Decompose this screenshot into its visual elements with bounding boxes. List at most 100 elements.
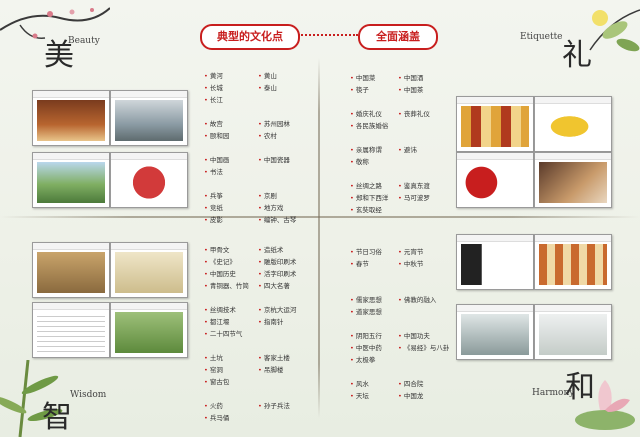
list-item: 太极拳 <box>350 354 382 366</box>
thumb-text-page[interactable] <box>32 302 110 358</box>
thumb-tai-chi[interactable] <box>534 304 612 360</box>
thumb-chopsticks[interactable] <box>534 152 612 208</box>
list-item: 中国菜 <box>350 72 388 84</box>
list-beauty-b: 黄山泰山··苏州园林农村·中国瓷器··京剧地方戏编钟、古琴 <box>258 70 297 226</box>
list-item: 指南针 <box>258 316 296 328</box>
thumb-ancient-map[interactable] <box>110 242 188 298</box>
thumb-garden[interactable] <box>32 152 110 208</box>
list-item: 玄奘取经 <box>350 204 388 216</box>
list-item: 四大名著 <box>258 280 296 292</box>
list-item: 《史记》 <box>204 256 249 268</box>
thumb-confucius[interactable] <box>456 304 534 360</box>
list-item: 中国功夫 <box>398 330 449 342</box>
thumb-forbidden-city[interactable] <box>32 90 110 146</box>
list-item: 孙子兵法 <box>258 400 296 412</box>
wisdom-english: Wisdom <box>70 390 107 400</box>
list-item: 苏州园林 <box>258 118 296 130</box>
list-item: 雕版印刷术 <box>258 256 297 268</box>
list-item: 都江堰 <box>204 316 249 328</box>
list-item: 风水 <box>350 378 382 390</box>
list-item: 鉴真东渡 <box>398 180 430 192</box>
etiquette-char: 礼 <box>562 38 592 73</box>
list-item: 故宫 <box>204 118 229 130</box>
list-item: 元宵节 <box>398 246 449 258</box>
list-item: 丝绸之路 <box>350 180 388 192</box>
list-item: 窑洞 <box>204 364 249 376</box>
list-item: 筷子 <box>350 84 388 96</box>
list-item: 郑和下西洋 <box>350 192 389 204</box>
list-item: 道家思想 <box>350 306 382 318</box>
list-item: 马可波罗 <box>398 192 430 204</box>
list-item: 四合院 <box>398 378 449 390</box>
thumb-chinese-food[interactable] <box>456 96 534 152</box>
list-item: 火药 <box>204 400 249 412</box>
etiquette-english: Etiquette <box>520 32 563 42</box>
thumb-papercut[interactable] <box>110 152 188 208</box>
list-item: 地方戏 <box>258 202 296 214</box>
list-item: 丝绸技术 <box>204 304 249 316</box>
thumb-china-map[interactable] <box>534 96 612 152</box>
plum-branch-top-left-icon <box>0 7 110 39</box>
harmony-english: Harmony <box>532 388 575 398</box>
flower-top-right-icon <box>589 9 640 52</box>
list-wisdom-a: 甲骨文《史记》中国历史青铜器、竹简·丝绸技术都江堰二十四节气·土坑窑洞窗古包·火… <box>204 244 249 424</box>
list-item: 客家土楼 <box>258 352 296 364</box>
list-item: 丧葬礼仪 <box>398 108 430 120</box>
list-item: 兵马俑 <box>204 412 249 424</box>
heading-comprehensive: 全面涵盖 <box>358 24 438 50</box>
beauty-english: Beauty <box>68 36 100 46</box>
list-item: 京杭大运河 <box>258 304 297 316</box>
vertical-divider <box>318 58 320 418</box>
list-item: 吊脚楼 <box>258 364 296 376</box>
heading-typical-points: 典型的文化点 <box>200 24 300 50</box>
list-item: 节日习俗 <box>350 246 382 258</box>
list-item: 造纸术 <box>258 244 296 256</box>
thumb-dumplings[interactable] <box>534 234 612 290</box>
list-beauty-a: 黄河长城长江·故宫颐和园·中国画书法·兵筝竞纸皮影 <box>204 70 230 226</box>
lotus-bottom-right-icon <box>575 380 635 430</box>
list-item: 中国历史 <box>204 268 249 280</box>
list-item: 中医中药 <box>350 342 382 354</box>
list-item: 中国龙 <box>398 390 449 402</box>
list-item: 长江 <box>204 94 229 106</box>
list-item: 编钟、古琴 <box>258 214 297 226</box>
thumb-lantern[interactable] <box>456 234 534 290</box>
list-item: 书法 <box>204 166 229 178</box>
list-item: 天坛 <box>350 390 382 402</box>
list-item: 敬称 <box>350 156 388 168</box>
list-item: 避讳 <box>398 144 430 156</box>
list-item: 亲属称谓 <box>350 144 388 156</box>
bamboo-bottom-left-icon <box>0 360 63 437</box>
thumb-mountain[interactable] <box>110 90 188 146</box>
list-item: 甲骨文 <box>204 244 249 256</box>
list-harmony-a: 节日习俗春节··儒家思想道家思想·阴阳五行中医中药太极拳·风水天坛 <box>350 246 382 402</box>
list-item: 二十四节气 <box>204 328 249 340</box>
list-etiquette-b: 中国酒中国茶·丧葬礼仪··避讳··鉴真东渡马可波罗 <box>398 72 430 204</box>
list-item: 婚庆礼仪 <box>350 108 388 120</box>
thumb-double-happiness[interactable] <box>456 152 534 208</box>
list-item: 中国茶 <box>398 84 430 96</box>
list-item: 黄河 <box>204 70 229 82</box>
list-item: 活字印刷术 <box>258 268 297 280</box>
list-item: 窗古包 <box>204 376 249 388</box>
harmony-char: 和 <box>565 370 595 405</box>
horizontal-divider <box>0 216 640 218</box>
list-item: 长城 <box>204 82 229 94</box>
list-item: 中秋节 <box>398 258 449 270</box>
list-etiquette-a: 中国菜筷子·婚庆礼仪各民族婚俗·亲属称谓敬称·丝绸之路郑和下西洋玄奘取经 <box>350 72 389 216</box>
list-item: 阴阳五行 <box>350 330 382 342</box>
list-item: 《易经》与八卦 <box>398 342 450 354</box>
list-item: 各民族婚俗 <box>350 120 389 132</box>
list-item: 皮影 <box>204 214 229 226</box>
list-item: 佛教的融入 <box>398 294 449 306</box>
list-harmony-b: 元宵节中秋节··佛教的融入··中国功夫《易经》与八卦··四合院中国龙 <box>398 246 450 402</box>
list-item: 京剧 <box>258 190 296 202</box>
thumb-tea-field[interactable] <box>110 302 188 358</box>
list-item: 春节 <box>350 258 382 270</box>
thumb-terracotta[interactable] <box>32 242 110 298</box>
list-item: 颐和园 <box>204 130 230 142</box>
list-item: 青铜器、竹简 <box>204 280 249 292</box>
list-item: 泰山 <box>258 82 296 94</box>
list-item: 中国瓷器 <box>258 154 296 166</box>
list-item: 儒家思想 <box>350 294 382 306</box>
